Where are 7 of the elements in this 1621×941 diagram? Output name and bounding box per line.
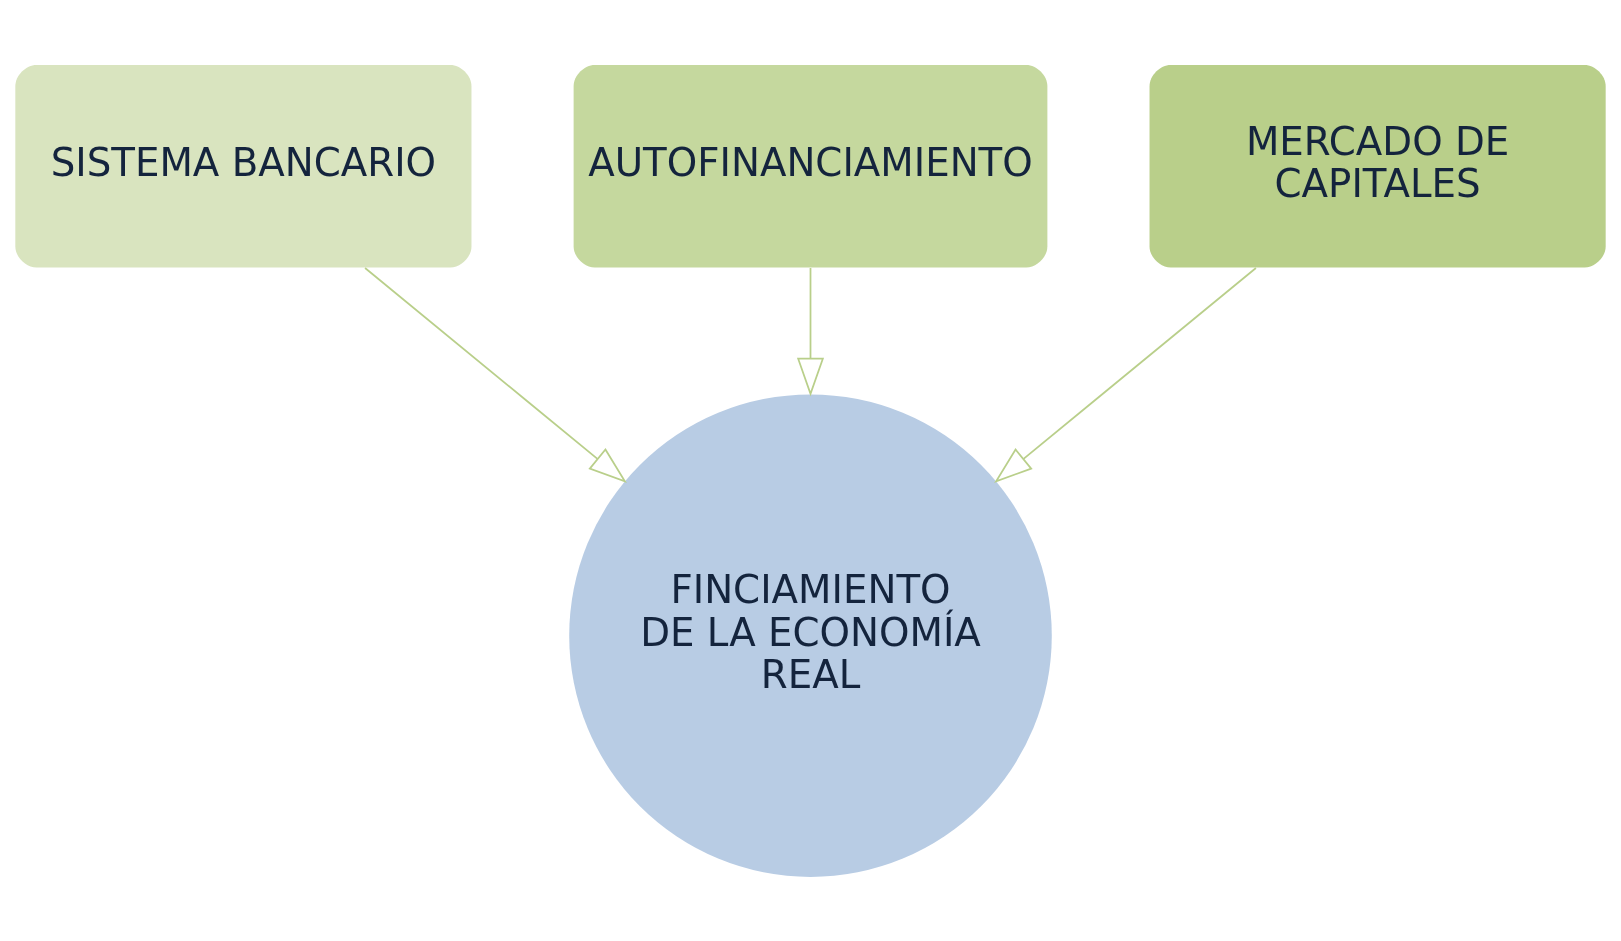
node-circle: FINCIAMIENTO DE LA ECONOMÍA REAL <box>569 393 1052 877</box>
node-box: MERCADO DE CAPITALES <box>1149 64 1606 268</box>
arrow <box>796 266 825 397</box>
node-box: AUTOFINANCIAMIENTO <box>573 64 1048 268</box>
node-box: SISTEMA BANCARIO <box>15 64 472 268</box>
arrow <box>994 266 1257 483</box>
arrow <box>364 266 627 483</box>
